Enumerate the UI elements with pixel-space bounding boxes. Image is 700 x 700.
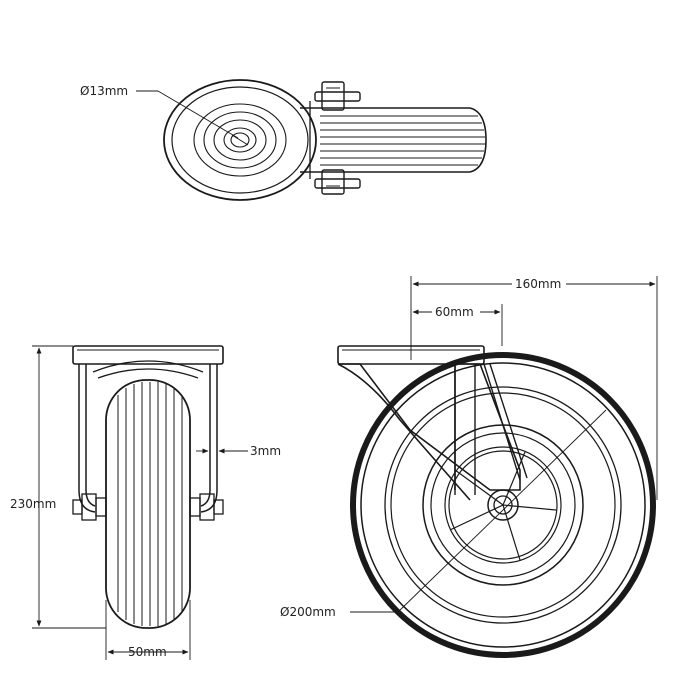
side-view-wheel (350, 352, 656, 658)
overall-height-label: 230mm (10, 497, 56, 511)
wheel-width-label: 50mm (128, 645, 167, 659)
front-view-wheel (105, 379, 191, 629)
offset-label: 60mm (435, 305, 474, 319)
overall-length-label: 160mm (515, 277, 561, 291)
front-view-axle (72, 493, 224, 521)
front-view-plate (72, 345, 224, 365)
plate-thickness-label: 3mm (250, 444, 281, 458)
top-view-tread (300, 107, 487, 173)
side-view: Ø200mm 160mm 60mm (280, 276, 658, 658)
side-view-bracket (337, 345, 528, 521)
top-view-fork (309, 81, 361, 195)
bolt-hole-diameter-label: Ø13mm (80, 84, 128, 98)
front-view-fork (78, 360, 218, 513)
wheel-diameter-label: Ø200mm (280, 605, 336, 619)
top-view-plate (163, 79, 317, 201)
top-view: Ø13mm (80, 79, 487, 201)
front-view: 230mm 50mm 3mm (10, 345, 281, 660)
